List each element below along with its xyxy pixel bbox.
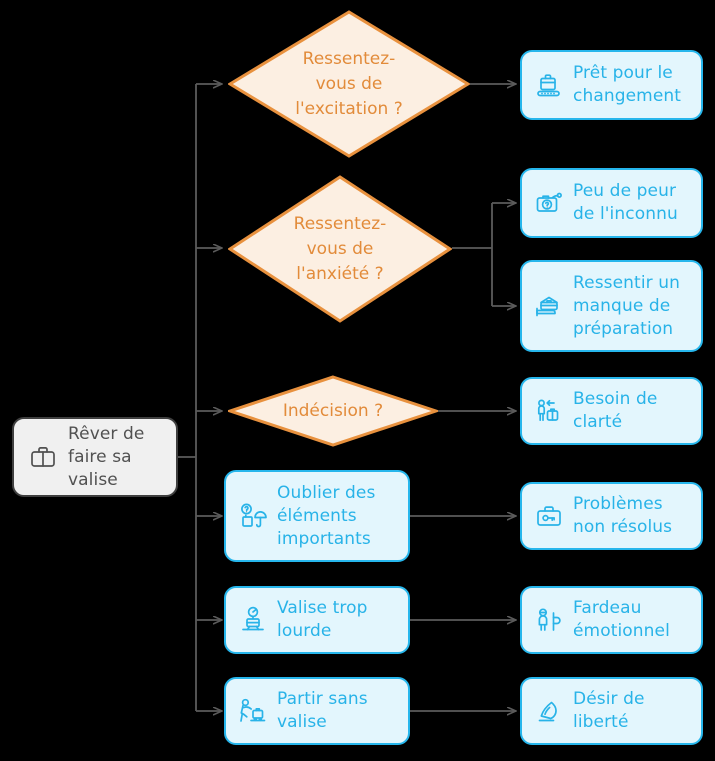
decision-excitation[interactable]: Ressentez- vous de l'excitation ? bbox=[228, 10, 470, 158]
open-briefcase-icon bbox=[532, 289, 566, 323]
node-manque-preparation-label: Ressentir un manque de préparation bbox=[573, 272, 680, 339]
suitcase-conveyor-icon bbox=[532, 68, 566, 102]
node-partir-sans-valise[interactable]: Partir sans valise bbox=[224, 677, 410, 745]
decision-indecision[interactable]: Indécision ? bbox=[228, 375, 438, 447]
suitcase-icon bbox=[26, 440, 60, 474]
diamond-shape-icon bbox=[228, 10, 470, 158]
camera-question-icon bbox=[532, 186, 566, 220]
node-problemes-label: Problèmes non résolus bbox=[573, 494, 673, 537]
diamond-shape-icon bbox=[228, 375, 438, 447]
node-clarte-label: Besoin de clarté bbox=[573, 389, 658, 432]
luggage-scale-icon bbox=[236, 603, 270, 637]
root-node-rever-de-faire-sa-valise[interactable]: Rêver de faire sa valise bbox=[12, 417, 178, 497]
person-leaving-luggage-icon bbox=[236, 694, 270, 728]
node-ressentir-un-manque-de-preparation[interactable]: Ressentir un manque de préparation bbox=[520, 260, 703, 352]
locked-briefcase-icon bbox=[532, 499, 566, 533]
person-weight-icon bbox=[532, 603, 566, 637]
decision-indecision-label: Indécision ? bbox=[282, 400, 384, 421]
node-valise-lourde-label: Valise trop lourde bbox=[277, 598, 368, 641]
node-pret-label: Prêt pour le changement bbox=[573, 63, 682, 106]
node-valise-trop-lourde[interactable]: Valise trop lourde bbox=[224, 586, 410, 654]
node-oublier-des-elements-importants[interactable]: Oublier des éléments importants bbox=[224, 470, 410, 562]
root-node-label: Rêver de faire sa valise bbox=[68, 423, 145, 490]
diamond-shape-icon bbox=[228, 175, 452, 323]
person-arrow-luggage-icon bbox=[532, 394, 566, 428]
node-peu-de-peur-label: Peu de peur de l'inconnu bbox=[573, 181, 678, 224]
node-besoin-de-clarte[interactable]: Besoin de clarté bbox=[520, 377, 703, 445]
question-luggage-umbrella-icon bbox=[236, 499, 270, 533]
node-problemes-non-resolus[interactable]: Problèmes non résolus bbox=[520, 482, 703, 550]
node-fardeau-label: Fardeau émotionnel bbox=[573, 598, 670, 641]
node-fardeau-emotionnel[interactable]: Fardeau émotionnel bbox=[520, 586, 703, 654]
node-peu-de-peur-de-l-inconnu[interactable]: Peu de peur de l'inconnu bbox=[520, 168, 703, 238]
flame-icon bbox=[532, 694, 566, 728]
node-oublier-label: Oublier des éléments importants bbox=[277, 482, 376, 549]
node-partir-sans-label: Partir sans valise bbox=[277, 689, 368, 732]
decision-anxiete-label: Ressentez- vous de l'anxiété ? bbox=[293, 213, 387, 284]
decision-anxiete[interactable]: Ressentez- vous de l'anxiété ? bbox=[228, 175, 452, 323]
node-desir-de-liberte[interactable]: Désir de liberté bbox=[520, 677, 703, 745]
node-pret-pour-le-changement[interactable]: Prêt pour le changement bbox=[520, 50, 703, 120]
node-liberte-label: Désir de liberté bbox=[573, 689, 645, 732]
decision-excitation-label: Ressentez- vous de l'excitation ? bbox=[295, 48, 403, 119]
